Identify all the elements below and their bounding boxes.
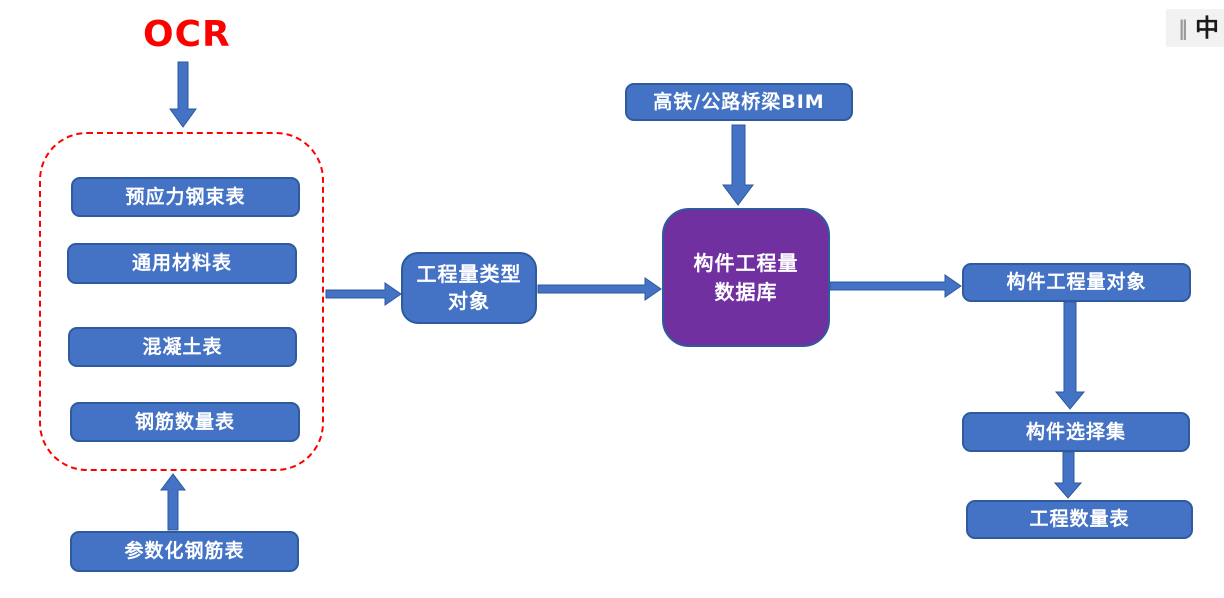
- ime-toolbar[interactable]: ‖ 中: [1166, 9, 1224, 47]
- arrow-ocr-to-group: [169, 61, 197, 128]
- node-component-selection-set: 构件选择集: [962, 412, 1190, 452]
- arrow-component-object-to-selection-set: [1054, 301, 1086, 410]
- node-label: 参数化钢筋表: [124, 540, 245, 563]
- arrow-param-table-to-group: [160, 473, 186, 531]
- node-prestress-steel-table: 预应力钢束表: [71, 177, 300, 217]
- node-label-line2: 对象: [448, 289, 490, 313]
- node-label: 钢筋数量表: [134, 410, 235, 433]
- node-concrete-table: 混凝土表: [68, 327, 297, 367]
- node-quantity-type-object: 工程量类型 对象: [401, 252, 537, 324]
- node-component-quantity-database: 构件工程量 数据库: [662, 208, 830, 347]
- arrow-quantity-type-to-database: [537, 277, 662, 301]
- node-label-line2: 数据库: [714, 279, 778, 304]
- node-label-line1: 工程量类型: [416, 262, 522, 286]
- node-label: 混凝土表: [142, 335, 223, 358]
- ocr-title: OCR: [143, 14, 231, 55]
- node-label: 构件工程量对象: [1006, 271, 1147, 294]
- arrow-group-to-quantity-type: [325, 282, 402, 306]
- node-label: 通用材料表: [131, 252, 232, 275]
- node-component-quantity-object: 构件工程量对象: [962, 263, 1191, 302]
- node-label: 构件选择集: [1025, 420, 1126, 443]
- arrow-selection-set-to-quantity-table: [1053, 451, 1083, 499]
- node-parametric-rebar-table: 参数化钢筋表: [70, 531, 299, 572]
- node-engineering-quantity-table: 工程数量表: [966, 500, 1193, 539]
- ime-language-mode-button[interactable]: 中: [1195, 14, 1219, 42]
- arrow-bim-to-database: [722, 124, 754, 206]
- arrow-database-to-component-object: [829, 274, 962, 298]
- node-rebar-quantity-table: 钢筋数量表: [70, 402, 300, 442]
- node-bim-source: 高铁/公路桥梁BIM: [625, 83, 853, 121]
- node-label: 高铁/公路桥梁BIM: [653, 90, 825, 113]
- ocr-tables-group-outline: [39, 132, 324, 471]
- ime-drag-handle-icon[interactable]: ‖: [1178, 16, 1188, 40]
- node-common-material-table: 通用材料表: [67, 243, 297, 284]
- node-label: 工程数量表: [1029, 508, 1130, 531]
- node-label: 预应力钢束表: [125, 185, 246, 208]
- node-label-line1: 构件工程量: [693, 250, 799, 275]
